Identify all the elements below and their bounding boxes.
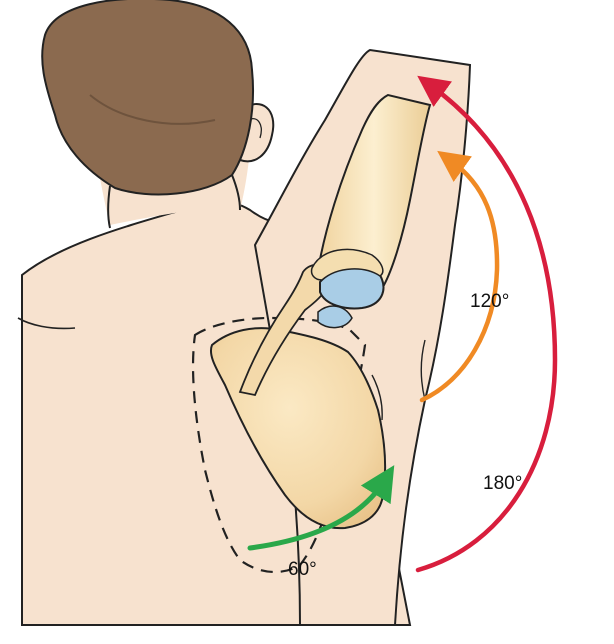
neck-left-line bbox=[107, 185, 111, 229]
green-curved-arrow-icon bbox=[247, 465, 395, 551]
head-hair bbox=[41, 0, 255, 196]
hair-strand bbox=[89, 94, 216, 125]
armpit-line bbox=[420, 339, 426, 401]
angle-label-180: 180° bbox=[483, 473, 522, 494]
humerus-shaft bbox=[316, 93, 432, 287]
orange-curved-arrow-icon bbox=[419, 150, 500, 403]
red-curved-arrow-icon bbox=[415, 75, 558, 573]
angle-label-60: 60° bbox=[288, 559, 317, 580]
back-crease bbox=[17, 317, 76, 330]
humeral-head bbox=[310, 248, 384, 281]
torso-contour-line bbox=[371, 374, 383, 421]
angle-label-120: 120° bbox=[470, 291, 509, 312]
glenoid-cartilage bbox=[317, 305, 353, 329]
neck-right-line bbox=[231, 174, 241, 211]
